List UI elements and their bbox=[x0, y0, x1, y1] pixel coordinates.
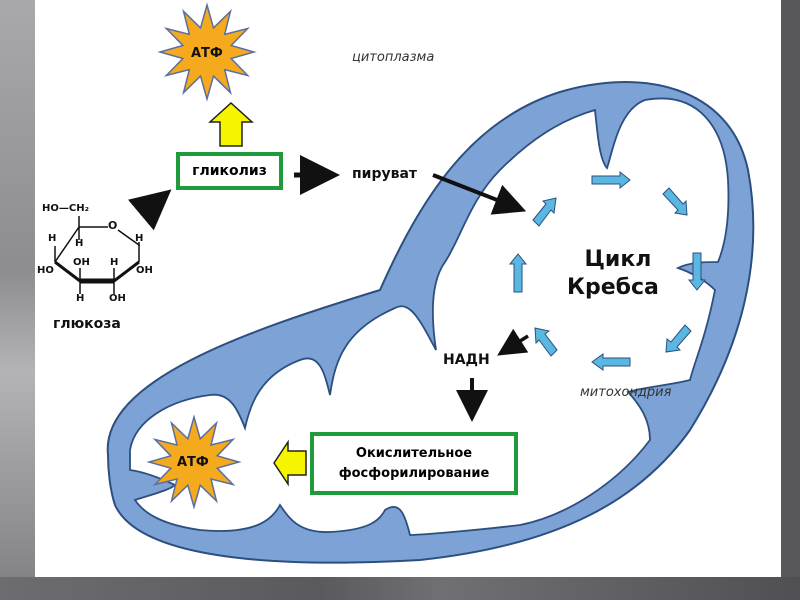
cycle-arrow-left bbox=[508, 253, 528, 293]
glucose-structure bbox=[54, 216, 140, 294]
arrow-glucose-to-glycolysis bbox=[127, 189, 172, 231]
oxphos-box: Окислительное фосфорилирование bbox=[310, 432, 518, 495]
glucose-h-c1: H bbox=[135, 233, 144, 244]
cycle-arrow-top-left bbox=[532, 197, 557, 227]
glucose-ho-c4: HO bbox=[37, 265, 54, 276]
arrow-pyruvate-to-krebs bbox=[432, 173, 527, 215]
pyruvate-label: пируват bbox=[352, 166, 418, 182]
glucose-h-c3: H bbox=[76, 293, 85, 304]
glycolysis-box: гликолиз bbox=[176, 152, 283, 190]
krebs-cycle-arrows bbox=[508, 170, 707, 371]
glycolysis-label: гликолиз bbox=[192, 163, 267, 179]
glucose-oh-c1: OH bbox=[136, 265, 153, 276]
cycle-arrow-top-right bbox=[662, 187, 688, 216]
glucose-h-c2-top: H bbox=[110, 257, 119, 268]
mitochondrion-matrix bbox=[129, 97, 730, 536]
slide-frame-right bbox=[781, 0, 800, 600]
krebs-cycle-label: Цикл Кребса bbox=[567, 246, 659, 302]
slide-frame-left bbox=[0, 0, 35, 600]
pathway-arrows bbox=[127, 155, 529, 422]
cycle-arrow-top bbox=[591, 170, 631, 190]
atp-starburst-top bbox=[157, 2, 257, 102]
cycle-arrow-bottom-left bbox=[534, 327, 558, 357]
arrow-krebs-to-nadh bbox=[497, 328, 529, 356]
cycle-arrow-bottom bbox=[591, 353, 631, 371]
glucose-h-c4-top: H bbox=[48, 233, 57, 244]
glucose-ho-ch2: HO—CH₂ bbox=[42, 203, 89, 214]
oxphos-line-2: фосфорилирование bbox=[338, 465, 490, 481]
region-label-mitochondrion: митохондрия bbox=[580, 385, 672, 400]
region-label-cytoplasm: цитоплазма bbox=[352, 50, 435, 65]
slide-frame-bottom bbox=[0, 577, 800, 600]
atp-label-top: АТФ bbox=[191, 46, 223, 61]
oxphos-line-1: Окислительное bbox=[355, 445, 473, 461]
nadh-label: НАДН bbox=[443, 352, 490, 368]
atp-starburst-bottom bbox=[146, 414, 242, 510]
yellow-arrow-left bbox=[273, 439, 307, 487]
atp-label-bottom: АТФ bbox=[177, 455, 209, 470]
glucose-h-c5: H bbox=[75, 238, 84, 249]
krebs-line-2: Кребса bbox=[567, 275, 659, 300]
cycle-arrow-bottom-right bbox=[665, 324, 692, 353]
cycle-arrow-right bbox=[687, 252, 707, 291]
glucose-ring-oxygen: O bbox=[108, 219, 118, 232]
glucose-oh-c2: OH bbox=[109, 293, 126, 304]
krebs-line-1: Цикл bbox=[584, 247, 652, 272]
glucose-oh-c3: OH bbox=[73, 257, 90, 268]
glucose-label: глюкоза bbox=[53, 316, 121, 332]
yellow-arrow-up bbox=[208, 101, 254, 147]
